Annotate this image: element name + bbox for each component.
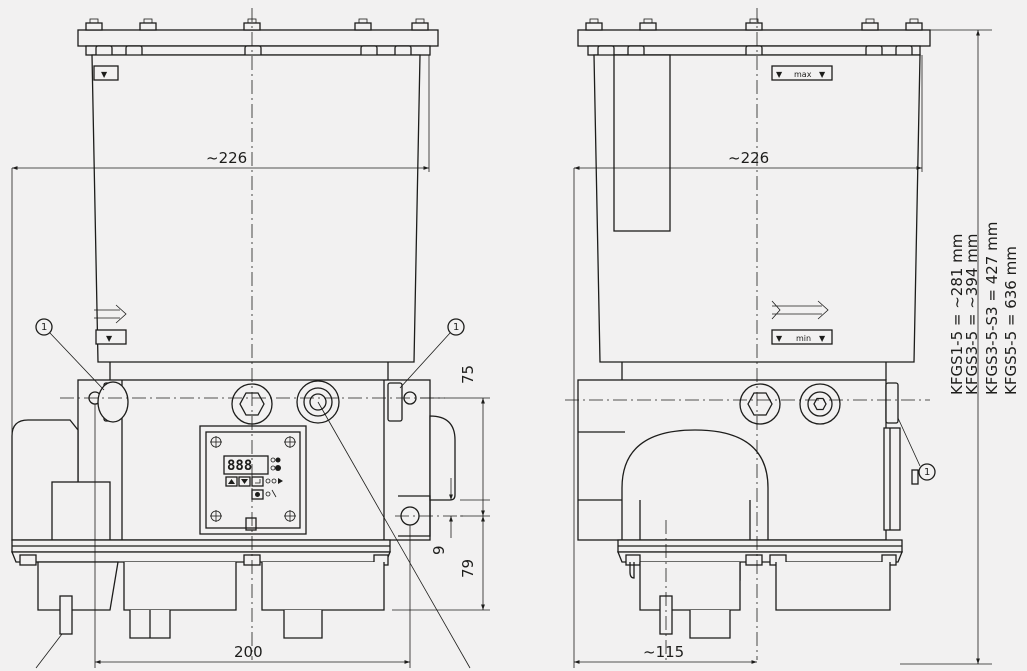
svg-text:▼: ▼ [776, 70, 783, 79]
side-fitting [799, 383, 841, 425]
side-hex-plug [739, 383, 781, 425]
front-reservoir [91, 54, 421, 363]
display-digits: 888 [227, 458, 252, 474]
callout-left [35, 318, 53, 336]
side-callout [918, 463, 936, 481]
svg-text:▼: ▼ [819, 334, 826, 343]
front-view: ▼ ▼ 888 [11, 8, 490, 669]
side-fitting-right [885, 382, 899, 424]
front-lid [77, 29, 439, 47]
height-row-kfgs5: KFGS5-5 = 636 mm [1002, 246, 1020, 395]
sight-window [613, 54, 671, 232]
level-marker-bottom-symbol: ▼ [106, 334, 113, 343]
svg-text:▼: ▼ [776, 334, 783, 343]
side-fill-arrow-icon [771, 300, 829, 320]
side-depth-label: ~115 [643, 643, 684, 661]
outlet-leader [317, 401, 471, 669]
key-up-button[interactable] [225, 476, 238, 487]
max-marker [771, 65, 833, 81]
side-drain-nozzle [689, 610, 731, 639]
display [223, 455, 269, 475]
side-lid [577, 29, 931, 47]
side-width-label: ~226 [728, 149, 769, 167]
level-marker-top-symbol: ▼ [101, 70, 108, 79]
min-marker [771, 329, 833, 345]
front-lid-bolts [85, 18, 429, 31]
front-stem [59, 595, 73, 635]
drain-nozzle-right [283, 610, 323, 639]
key-down-button[interactable] [238, 476, 251, 487]
max-label: max [794, 70, 812, 79]
stem-leader [35, 633, 63, 669]
height-gap-label: 9 [430, 545, 448, 555]
svg-text:1: 1 [924, 467, 930, 478]
motor-dome [621, 429, 769, 541]
key-enter-button[interactable] [251, 476, 264, 487]
callout-right [447, 318, 465, 336]
front-lower-shell-left [37, 561, 119, 611]
level-marker-top [93, 65, 119, 81]
height-table: KFGS1-5 = ~281 mm KFGS3-5 = ~394 mm KFGS… [948, 222, 1020, 395]
pad-1 [19, 554, 37, 566]
height-lower-label: 79 [459, 559, 477, 578]
side-view: ▼ max ▼ ▼ min ▼ [565, 8, 1020, 668]
side-bracket-pin [911, 469, 919, 485]
side-lower-shell [639, 562, 741, 611]
height-row-kfgs3: KFGS3-5 = ~394 mm [963, 234, 981, 395]
side-lid-bolts [585, 18, 923, 31]
level-marker-bottom [95, 329, 127, 345]
svg-text:1: 1 [41, 322, 47, 333]
fitting-right [387, 382, 403, 422]
min-label: min [796, 334, 811, 343]
side-bracket [883, 427, 901, 531]
motor-connector [51, 481, 111, 541]
fill-arrow-icon [94, 304, 127, 324]
svg-text:▼: ▼ [819, 70, 826, 79]
height-row-kfgs1: KFGS1-5 = ~281 mm [948, 234, 966, 395]
height-row-kfgs3-s3: KFGS3-5-S3 = 427 mm [983, 222, 1001, 395]
svg-text:1: 1 [453, 322, 459, 333]
height-upper-label-visible: 75 [459, 365, 477, 384]
base-width-label: 200 [234, 643, 263, 661]
panel-connector [245, 517, 257, 531]
front-width-label: ~226 [206, 149, 247, 167]
